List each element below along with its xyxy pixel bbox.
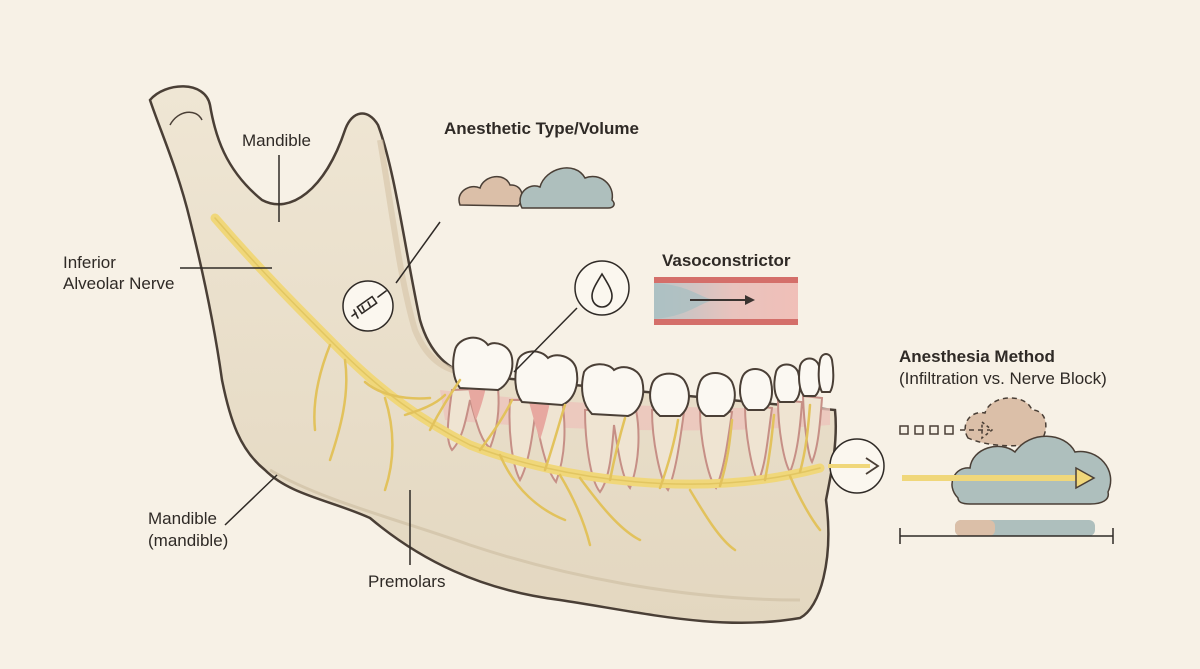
mandible-bone — [148, 85, 838, 625]
label-anesthetic-type-volume: Anesthetic Type/Volume — [444, 119, 639, 138]
label-method-subtitle: (Infiltration vs. Nerve Block) — [899, 369, 1107, 388]
inferior-alveolar-nerve — [210, 213, 825, 552]
cloud-icon — [458, 176, 523, 207]
condyle-highlight — [169, 111, 203, 126]
label-mandible-bottom-line2: (mandible) — [148, 531, 229, 550]
label-nerve-line1: Inferior — [63, 253, 116, 272]
syringe-icon — [342, 280, 394, 332]
tooth-roots — [446, 386, 824, 494]
method-panel — [899, 397, 1114, 544]
label-premolars: Premolars — [368, 572, 446, 591]
anesthetic-clouds — [458, 167, 615, 209]
label-nerve-line2: Alveolar Nerve — [63, 274, 175, 293]
infiltration-dashes — [899, 425, 954, 435]
droplet-icon — [574, 260, 630, 316]
ramus-shading — [377, 139, 461, 375]
label-anesthesia-method: Anesthesia Method — [899, 347, 1055, 366]
tooth-crowns — [452, 336, 835, 418]
label-mandible-bottom-line1: Mandible — [148, 509, 217, 528]
vasoconstrictor-vessel — [654, 277, 798, 325]
cloud-icon — [951, 435, 1112, 505]
leader-lines — [180, 155, 578, 565]
label-mandible-top: Mandible — [242, 131, 311, 150]
label-vasoconstrictor: Vasoconstrictor — [662, 251, 791, 270]
lower-border-line — [269, 468, 801, 602]
cloud-icon — [519, 167, 615, 209]
arrow-right-icon — [828, 438, 885, 494]
